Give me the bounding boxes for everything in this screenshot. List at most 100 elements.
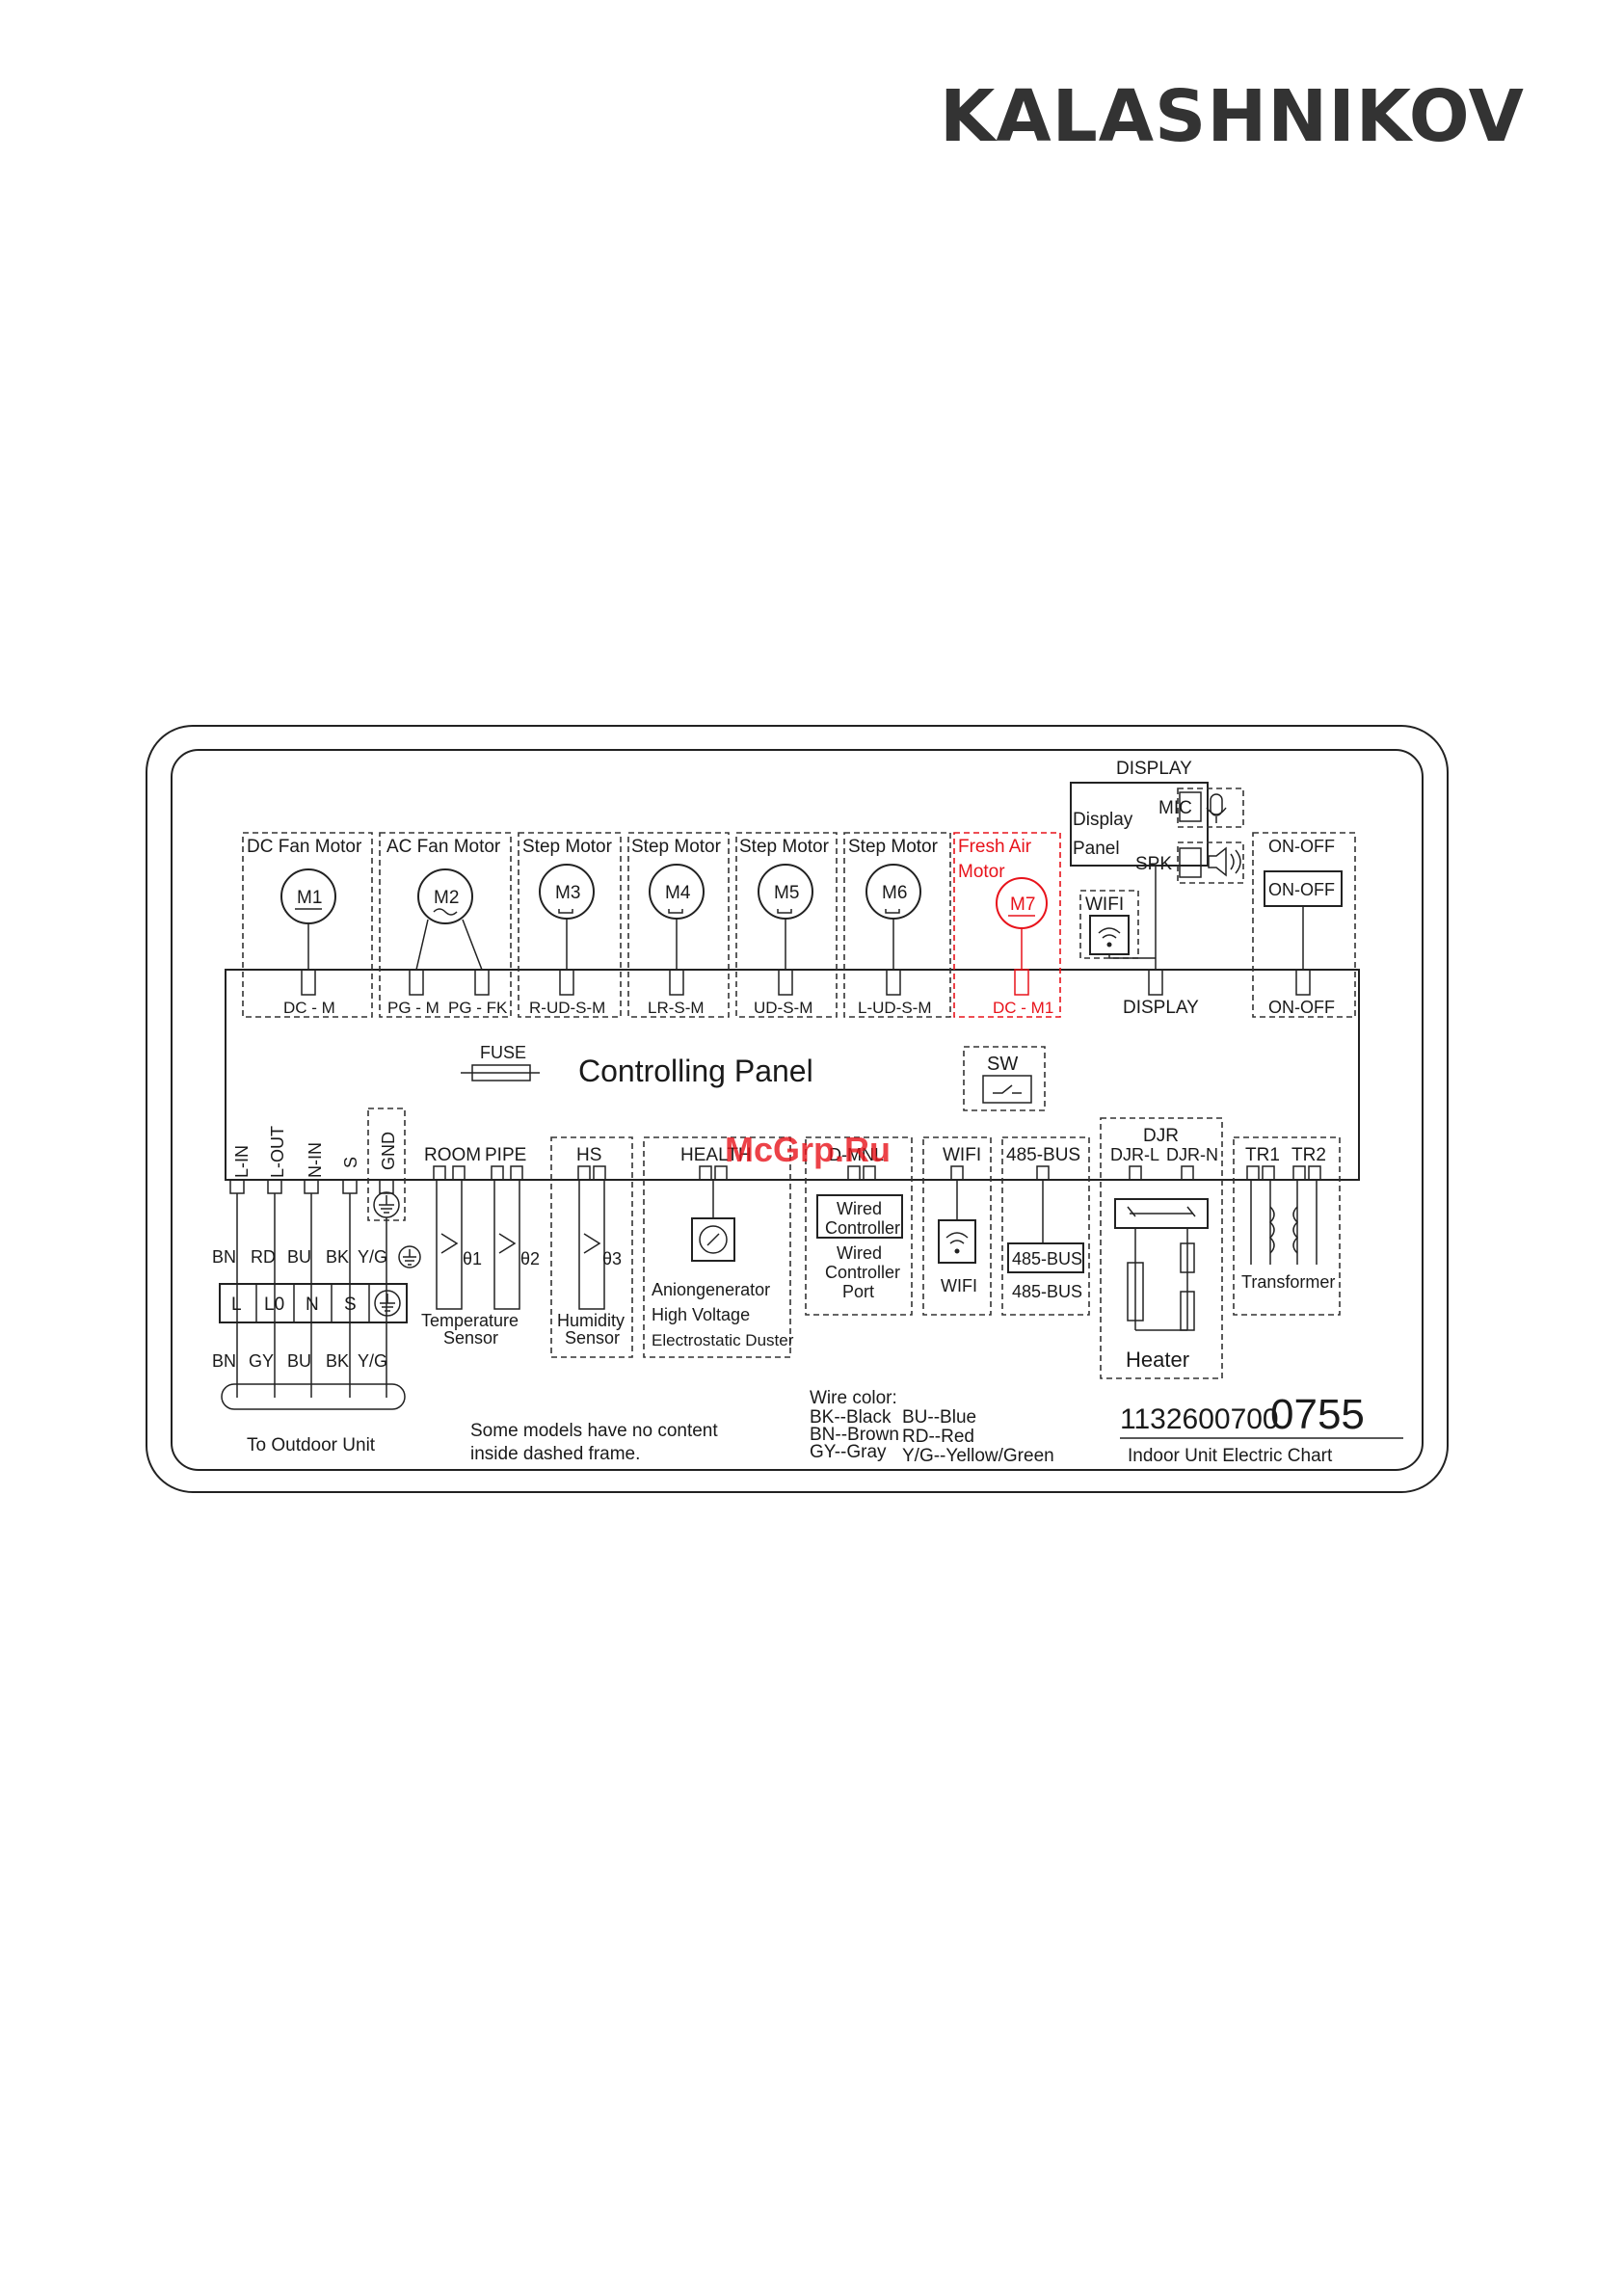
chart-caption: Indoor Unit Electric Chart xyxy=(1128,1446,1333,1466)
svg-text:ON-OFF: ON-OFF xyxy=(1268,880,1335,899)
svg-text:L-OUT: L-OUT xyxy=(268,1126,287,1178)
svg-text:BU: BU xyxy=(287,1247,311,1267)
svg-text:Controller: Controller xyxy=(825,1218,900,1238)
motor-m3: Step Motor M3 R-UD-S-M xyxy=(518,832,622,1018)
svg-text:θ3: θ3 xyxy=(602,1249,622,1268)
svg-text:GY--Gray: GY--Gray xyxy=(810,1442,887,1462)
svg-text:Sensor: Sensor xyxy=(565,1328,620,1348)
wifi-icon xyxy=(1098,927,1121,948)
svg-text:Motor: Motor xyxy=(958,862,1005,882)
svg-text:L-UD-S-M: L-UD-S-M xyxy=(858,999,932,1017)
panel-title: Controlling Panel xyxy=(578,1054,813,1088)
wifi-module: WIFI WIFI xyxy=(922,1136,992,1316)
svg-text:Fresh Air: Fresh Air xyxy=(958,837,1032,857)
svg-text:DJR: DJR xyxy=(1143,1126,1179,1146)
svg-text:N-IN: N-IN xyxy=(306,1142,325,1178)
svg-text:HS: HS xyxy=(576,1145,601,1165)
humidity-sensor: HS θ3 Humidity Sensor xyxy=(550,1136,633,1358)
svg-text:HEALTH: HEALTH xyxy=(680,1145,752,1165)
bus-485-module: 485-BUS 485-BUS 485-BUS xyxy=(1001,1136,1090,1316)
svg-text:L: L xyxy=(231,1295,242,1315)
svg-text:ON-OFF: ON-OFF xyxy=(1268,837,1335,856)
outer-frame xyxy=(146,725,1449,1493)
svg-text:Controller: Controller xyxy=(825,1263,900,1282)
svg-text:Display: Display xyxy=(1073,810,1133,830)
motor-m7-fresh-air: Fresh Air Motor M7 DC - M1 xyxy=(953,832,1061,1018)
svg-text:N: N xyxy=(306,1295,319,1315)
svg-text:BK--Black: BK--Black xyxy=(810,1407,892,1428)
svg-text:UD-S-M: UD-S-M xyxy=(754,999,812,1017)
chart-code-small: 1132600700 xyxy=(1120,1403,1279,1435)
svg-text:DISPLAY: DISPLAY xyxy=(1123,998,1199,1018)
svg-text:Step Motor: Step Motor xyxy=(848,837,939,857)
svg-text:Heater: Heater xyxy=(1126,1348,1189,1372)
svg-text:485-BUS: 485-BUS xyxy=(1012,1282,1082,1301)
sw-switch: SW xyxy=(963,1046,1046,1111)
svg-text:M1: M1 xyxy=(297,888,322,908)
onoff-group: ON-OFF ON-OFF ON-OFF xyxy=(1252,832,1356,1018)
wired-controller-port: D-MNL Wired Controller Wired Controller … xyxy=(805,1136,913,1316)
svg-text:D-MNL: D-MNL xyxy=(829,1145,884,1164)
svg-text:MIC: MIC xyxy=(1158,798,1192,818)
motor-m6: Step Motor M6 L-UD-S-M xyxy=(843,832,951,1018)
svg-text:AC Fan Motor: AC Fan Motor xyxy=(386,837,501,857)
svg-text:M4: M4 xyxy=(665,883,691,903)
motor-m2: AC Fan Motor M2 PG - M PG - FK xyxy=(379,832,512,1018)
svg-text:Y/G--Yellow/Green: Y/G--Yellow/Green xyxy=(902,1446,1054,1466)
svg-text:Step Motor: Step Motor xyxy=(739,837,830,857)
svg-text:To Outdoor Unit: To Outdoor Unit xyxy=(247,1435,376,1455)
svg-text:Step Motor: Step Motor xyxy=(522,837,613,857)
transformer: TR1 TR2 Transformer xyxy=(1233,1136,1341,1316)
svg-text:L-IN: L-IN xyxy=(232,1145,252,1178)
svg-text:GY: GY xyxy=(249,1351,274,1371)
svg-text:Wired: Wired xyxy=(837,1243,882,1263)
note-line-2: inside dashed frame. xyxy=(470,1444,640,1464)
svg-text:BN: BN xyxy=(212,1351,236,1371)
svg-text:Humidity: Humidity xyxy=(557,1311,625,1330)
svg-text:High Voltage: High Voltage xyxy=(652,1305,750,1324)
svg-text:Temperature: Temperature xyxy=(421,1311,519,1330)
svg-text:S: S xyxy=(344,1295,357,1315)
wire-color-legend: Wire color: BK--Black BN--Brown GY--Gray… xyxy=(810,1388,1054,1466)
temperature-sensors: ROOM PIPE θ1 θ2 Temperature Sensor xyxy=(421,1145,540,1348)
svg-text:Transformer: Transformer xyxy=(1241,1272,1335,1292)
svg-text:RD: RD xyxy=(251,1247,276,1267)
svg-text:Step Motor: Step Motor xyxy=(631,837,722,857)
health-module: HEALTH Aniongenerator High Voltage Elect… xyxy=(643,1136,794,1358)
svg-text:BU: BU xyxy=(287,1351,311,1371)
svg-text:PIPE: PIPE xyxy=(485,1145,526,1165)
svg-text:BU--Blue: BU--Blue xyxy=(902,1407,976,1428)
speaker-icon xyxy=(1208,846,1241,877)
svg-text:PG - M: PG - M xyxy=(387,999,439,1017)
note-line-1: Some models have no content xyxy=(470,1421,718,1441)
svg-text:Panel: Panel xyxy=(1073,839,1120,859)
svg-text:485-BUS: 485-BUS xyxy=(1012,1249,1082,1268)
svg-text:L0: L0 xyxy=(264,1295,284,1315)
svg-text:BK: BK xyxy=(326,1247,349,1267)
brand-logo: KALASHNIKOV xyxy=(940,75,1525,158)
svg-text:Port: Port xyxy=(842,1282,874,1301)
svg-text:TR1: TR1 xyxy=(1245,1145,1280,1165)
display-group: DISPLAY Display Panel MIC SPK WIFI DISPL… xyxy=(1070,759,1244,1018)
motor-m5: Step Motor M5 UD-S-M xyxy=(735,832,838,1018)
svg-text:M7: M7 xyxy=(1010,894,1035,915)
svg-text:DC - M: DC - M xyxy=(283,999,335,1017)
svg-text:DJR-L: DJR-L xyxy=(1110,1145,1159,1164)
svg-text:S: S xyxy=(341,1157,360,1168)
chart-code-big: 0755 xyxy=(1270,1391,1365,1438)
svg-text:WIFI: WIFI xyxy=(943,1145,981,1165)
svg-text:BK: BK xyxy=(326,1351,349,1371)
svg-text:M2: M2 xyxy=(434,888,459,908)
svg-text:DC - M1: DC - M1 xyxy=(993,999,1053,1017)
svg-text:ON-OFF: ON-OFF xyxy=(1268,998,1335,1017)
svg-text:LR-S-M: LR-S-M xyxy=(648,999,705,1017)
svg-text:Y/G: Y/G xyxy=(358,1351,387,1371)
svg-text:Electrostatic Duster: Electrostatic Duster xyxy=(652,1331,794,1349)
fuse-label: FUSE xyxy=(480,1043,526,1062)
svg-text:M6: M6 xyxy=(882,883,907,903)
svg-text:BN--Brown: BN--Brown xyxy=(810,1425,899,1445)
svg-text:TR2: TR2 xyxy=(1291,1145,1326,1165)
svg-text:Sensor: Sensor xyxy=(443,1328,498,1348)
svg-text:DC Fan Motor: DC Fan Motor xyxy=(247,837,362,857)
